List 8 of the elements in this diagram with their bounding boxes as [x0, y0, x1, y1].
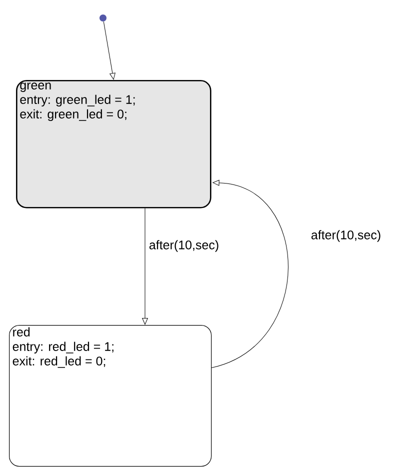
edge-label: after(10,sec)	[310, 229, 382, 243]
edge-label: after(10,sec)	[148, 239, 220, 253]
arrow	[103, 21, 116, 80]
arrow	[211, 180, 288, 368]
initial-dot	[100, 14, 106, 22]
state-box: red entry: red_led = 1; exit: red_led = 0;	[9, 325, 212, 467]
state-box: green entry: green_led = 1; exit: green_led = 0;	[16, 80, 212, 208]
arrow	[142, 208, 148, 325]
